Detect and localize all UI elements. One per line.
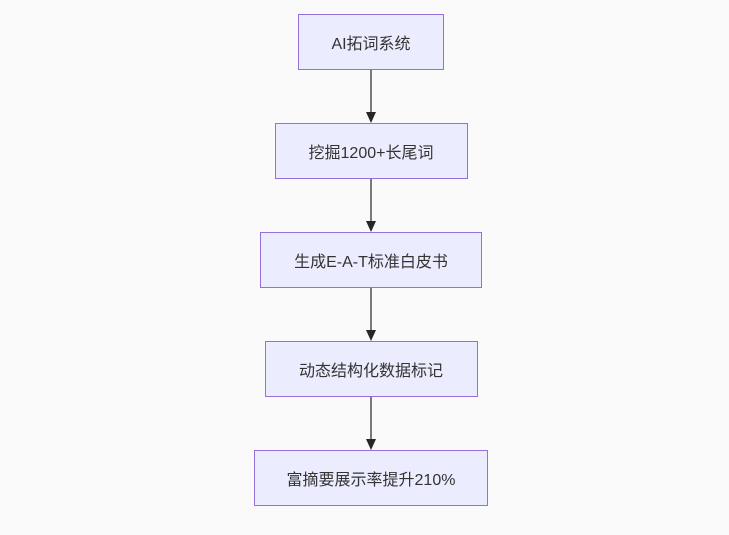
arrow-line [370,397,372,439]
flow-node-rich-snippet-rate: 富摘要展示率提升210% [254,450,488,506]
flow-arrow-3 [365,288,377,341]
flow-arrow-1 [365,70,377,123]
flow-node-longtail-keywords: 挖掘1200+长尾词 [274,123,468,179]
arrow-down-icon [366,439,376,450]
flowchart-canvas: AI拓词系统 挖掘1200+长尾词 生成E-A-T标准白皮书 动态结构化数据标记… [254,14,488,506]
arrow-line [370,70,372,112]
flow-node-eat-whitepaper: 生成E-A-T标准白皮书 [260,232,482,288]
arrow-down-icon [366,112,376,123]
arrow-down-icon [366,330,376,341]
flow-arrow-2 [365,179,377,232]
flow-node-ai-keyword-system: AI拓词系统 [298,14,444,70]
arrow-down-icon [366,221,376,232]
flow-node-structured-data-markup: 动态结构化数据标记 [264,341,478,397]
arrow-line [370,288,372,330]
arrow-line [370,179,372,221]
flow-arrow-4 [365,397,377,450]
